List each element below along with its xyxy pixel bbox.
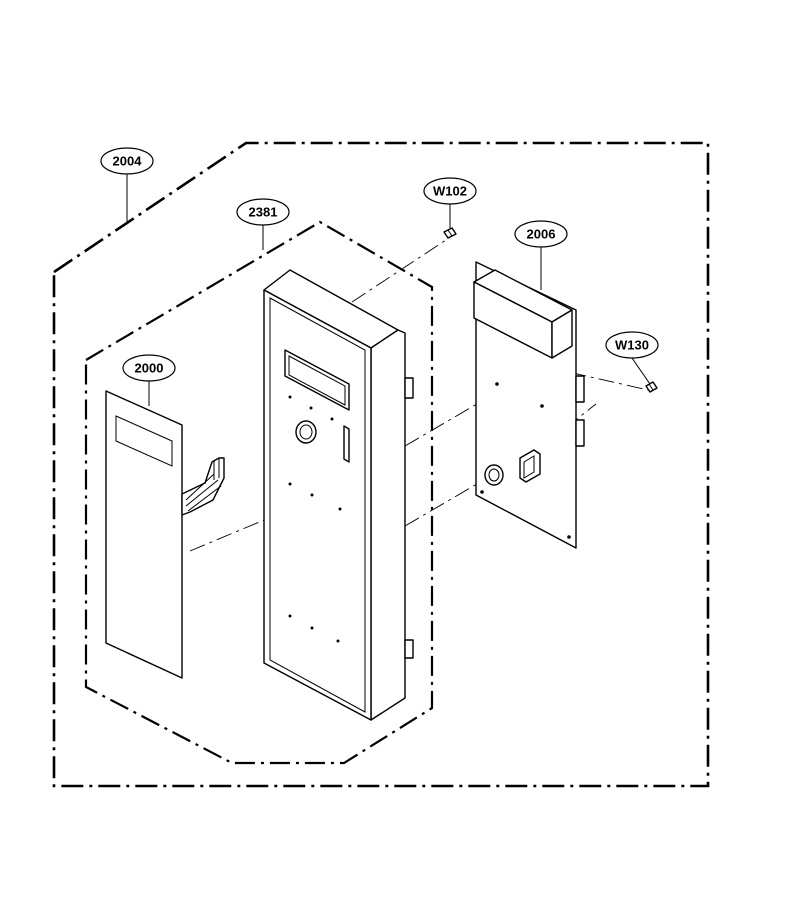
callout-2381: 2381	[236, 198, 290, 226]
assembly-boundary-2004	[52, 141, 710, 788]
callout-w102: W102	[423, 177, 477, 205]
callout-2006: 2006	[514, 220, 568, 248]
callout-2004-label: 2004	[113, 154, 143, 169]
membrane-keypad-part	[105, 390, 225, 679]
pcb-assembly-part	[473, 261, 585, 549]
screw-w102-part	[443, 227, 457, 239]
leader-lines	[126, 174, 651, 406]
callout-w102-label: W102	[433, 184, 467, 199]
callout-2000-label: 2000	[135, 361, 164, 376]
callout-2000: 2000	[122, 354, 176, 382]
callout-w130: W130	[605, 331, 659, 359]
callout-2381-label: 2381	[249, 205, 278, 220]
callout-2004: 2004	[100, 147, 154, 175]
callout-w130-label: W130	[615, 338, 649, 353]
subassembly-boundary-2381	[84, 220, 434, 765]
screw-w130-part	[645, 381, 658, 393]
control-panel-frame-part	[263, 269, 414, 721]
callout-2006-label: 2006	[527, 227, 556, 242]
